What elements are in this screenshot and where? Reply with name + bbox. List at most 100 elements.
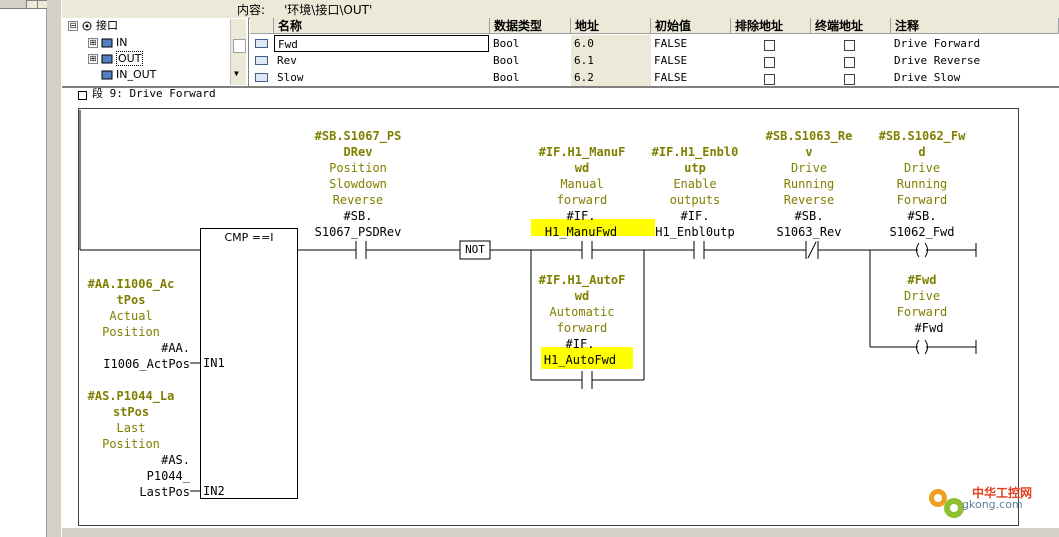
highlight-autofwd bbox=[541, 347, 633, 369]
coil2-address[interactable]: #Fwd bbox=[914, 321, 944, 335]
column-header-initial[interactable]: 初始值 bbox=[651, 18, 731, 34]
contact5-symbol[interactable]: #SB.S1063_Re v bbox=[765, 129, 853, 159]
coil1-comment: Drive Running Forward bbox=[896, 161, 948, 207]
in1-comment: Actual Position bbox=[102, 309, 160, 339]
interface-tree: ⊟ 接口 ⊞ IN ⊞ OUT IN_OUT bbox=[62, 18, 249, 87]
exclude-checkbox[interactable] bbox=[764, 74, 775, 85]
column-header-address[interactable]: 地址 bbox=[571, 18, 651, 34]
terminal-checkbox[interactable] bbox=[844, 57, 855, 68]
contact4-symbol[interactable]: #IF.H1_Enbl0 utp bbox=[651, 145, 739, 175]
contact3-symbol[interactable]: #IF.H1_AutoF wd bbox=[538, 273, 626, 303]
comment-cell[interactable]: Drive Reverse bbox=[894, 54, 981, 67]
expand-icon[interactable]: ⊞ bbox=[88, 54, 98, 64]
column-header-exclude[interactable]: 排除地址 bbox=[731, 18, 811, 34]
column-header-name[interactable]: 名称 bbox=[274, 18, 490, 34]
not-label: NOT bbox=[465, 243, 485, 256]
tree-item-interface[interactable]: ⊟ 接口 bbox=[68, 18, 118, 33]
tree-item-label: IN bbox=[116, 36, 128, 49]
highlight-manufwd bbox=[531, 219, 655, 236]
network-title: 段 9: Drive Forward bbox=[92, 88, 216, 100]
variable-icon bbox=[101, 38, 113, 48]
contact3-address[interactable]: H1_AutoFwd bbox=[543, 353, 617, 367]
coil2-symbol[interactable]: #Fwd bbox=[907, 273, 937, 287]
in2-comment: Last Position bbox=[102, 421, 160, 451]
row-icon bbox=[255, 39, 268, 48]
column-header-icon bbox=[250, 18, 274, 34]
initial-cell[interactable]: FALSE bbox=[654, 54, 688, 67]
tree-item-label: 接口 bbox=[96, 19, 118, 32]
tree-item-label: IN_OUT bbox=[116, 68, 157, 81]
column-header-comment[interactable]: 注释 bbox=[891, 18, 1059, 34]
in2-symbol[interactable]: #AS.P1044_La stPos bbox=[87, 389, 175, 419]
horizontal-scrollbar[interactable] bbox=[62, 528, 1059, 537]
type-cell[interactable]: Bool bbox=[493, 37, 520, 50]
tree-item-out[interactable]: ⊞ OUT bbox=[88, 51, 144, 66]
contact2-symbol[interactable]: #IF.H1_ManuF wd bbox=[538, 145, 626, 175]
type-cell[interactable]: Bool bbox=[493, 54, 520, 67]
watermark-cn: 中华工控网 bbox=[972, 486, 1033, 500]
tree-item-in[interactable]: ⊞ IN bbox=[88, 35, 127, 50]
contact1-symbol[interactable]: #SB.S1067_PS DRev bbox=[314, 129, 402, 159]
name-cell[interactable]: Rev bbox=[277, 54, 297, 67]
expand-icon[interactable]: ⊞ bbox=[88, 38, 98, 48]
name-cell[interactable]: Fwd bbox=[274, 35, 489, 52]
row-icon bbox=[255, 73, 268, 82]
collapse-icon[interactable]: ⊟ bbox=[68, 21, 78, 31]
variable-icon bbox=[101, 70, 113, 80]
in2-address[interactable]: #AS. P1044_ LastPos bbox=[139, 453, 190, 499]
tree-item-in-out[interactable]: IN_OUT bbox=[88, 67, 156, 82]
tree-scrollbar[interactable]: ▼ bbox=[230, 19, 246, 85]
terminal-checkbox[interactable] bbox=[844, 74, 855, 85]
interface-icon bbox=[82, 21, 92, 31]
contact4-address[interactable]: #IF. H1_Enbl0utp bbox=[655, 209, 735, 239]
comment-cell[interactable]: Drive Forward bbox=[894, 37, 981, 50]
gear-logo-icon bbox=[929, 489, 964, 518]
initial-cell[interactable]: FALSE bbox=[654, 71, 688, 84]
variable-table: 名称 数据类型 地址 初始值 排除地址 终端地址 注释 Fwd Bool 6.0… bbox=[250, 18, 1059, 86]
tree-item-label: OUT bbox=[116, 51, 144, 66]
in1-symbol[interactable]: #AA.I1006_Ac tPos bbox=[87, 277, 175, 307]
watermark-en: gkong.com bbox=[962, 498, 1023, 511]
contact4-comment: Enable outputs bbox=[669, 177, 721, 207]
contact2-address-prefix[interactable]: #IF. bbox=[566, 209, 596, 223]
contact5-comment: Drive Running Reverse bbox=[783, 161, 835, 207]
column-header-terminal[interactable]: 终端地址 bbox=[811, 18, 891, 34]
left-pane-toolbar bbox=[0, 0, 46, 9]
contact3-address-prefix[interactable]: #IF. bbox=[565, 337, 595, 351]
column-header-type[interactable]: 数据类型 bbox=[490, 18, 571, 34]
pane-divider[interactable] bbox=[62, 86, 1059, 88]
cmp-pin-in1: IN1 bbox=[203, 356, 225, 370]
in1-address[interactable]: #AA. I1006_ActPos bbox=[103, 341, 190, 371]
terminal-checkbox[interactable] bbox=[844, 40, 855, 51]
ladder-network bbox=[78, 108, 1019, 526]
address-cell: 6.1 bbox=[571, 52, 651, 69]
exclude-checkbox[interactable] bbox=[764, 40, 775, 51]
cmp-block-title: CMP ==I bbox=[224, 231, 274, 244]
network-collapse-icon[interactable] bbox=[78, 91, 87, 100]
scroll-down-icon[interactable]: ▼ bbox=[234, 69, 239, 78]
content-header: 内容: '环境\接口\OUT' bbox=[62, 0, 1059, 19]
scrollbar-thumb[interactable] bbox=[233, 39, 246, 53]
contact3-comment: Automatic forward bbox=[549, 305, 615, 335]
content-path: '环境\接口\OUT' bbox=[284, 3, 373, 17]
exclude-checkbox[interactable] bbox=[764, 57, 775, 68]
initial-cell[interactable]: FALSE bbox=[654, 37, 688, 50]
contact2-address[interactable]: H1_ManuFwd bbox=[544, 225, 618, 239]
contact1-address[interactable]: #SB. S1067_PSDRev bbox=[314, 209, 402, 239]
row-icon bbox=[255, 56, 268, 65]
contact5-address[interactable]: #SB. S1063_Rev bbox=[776, 209, 842, 239]
contact2-comment: Manual forward bbox=[556, 177, 608, 207]
cmp-block[interactable]: CMP ==I IN1 IN2 bbox=[200, 228, 298, 499]
coil1-address[interactable]: #SB. S1062_Fwd bbox=[889, 209, 955, 239]
contact1-comment: Position Slowdown Reverse bbox=[329, 161, 387, 207]
cmp-pin-in2: IN2 bbox=[203, 484, 225, 498]
content-label: 内容: bbox=[237, 3, 266, 17]
type-cell[interactable]: Bool bbox=[493, 71, 520, 84]
coil1-symbol[interactable]: #SB.S1062_Fw d bbox=[878, 129, 966, 159]
name-cell[interactable]: Slow bbox=[277, 71, 304, 84]
address-cell: 6.0 bbox=[571, 35, 651, 52]
comment-cell[interactable]: Drive Slow bbox=[894, 71, 961, 84]
coil2-comment: Drive Forward bbox=[896, 289, 948, 319]
splitter[interactable] bbox=[47, 0, 61, 537]
